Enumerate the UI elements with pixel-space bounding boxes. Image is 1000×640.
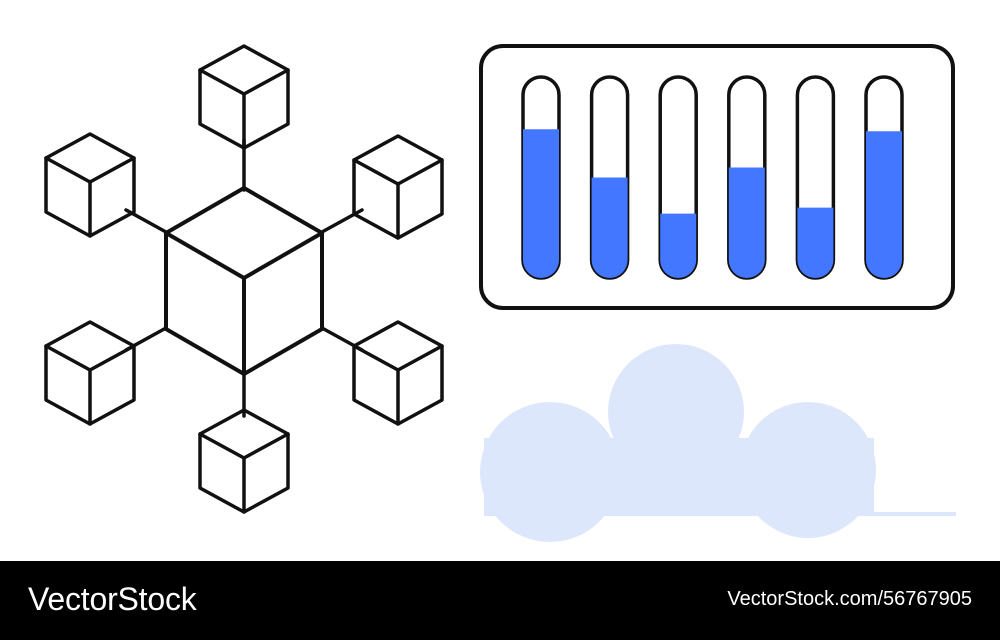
cloud-ground-line	[484, 512, 956, 516]
satellite-cube-upper-right	[352, 134, 444, 240]
cube-network-icon	[44, 44, 444, 514]
level-bar-fill	[797, 207, 834, 278]
level-bars-panel	[479, 44, 955, 310]
cloud-shape	[480, 344, 956, 542]
satellite-cube-lower-left	[44, 320, 136, 426]
level-bar-fill	[591, 177, 628, 278]
level-bar-fill	[728, 167, 765, 278]
cloud-base	[484, 438, 874, 516]
level-bar-fill	[523, 129, 559, 278]
level-bar-4	[727, 75, 767, 280]
level-bar-2	[589, 75, 630, 280]
watermark-image-id: VectorStock.com/56767905	[727, 588, 972, 610]
level-bar-1	[521, 75, 561, 280]
level-bar-3	[658, 75, 698, 280]
satellite-cube-top	[198, 44, 290, 150]
satellite-cube-bottom	[198, 408, 290, 514]
illustration-svg	[44, 44, 956, 542]
level-bar-fill	[660, 213, 697, 278]
satellite-cube-lower-right	[352, 320, 444, 426]
watermark-bar: VectorStock VectorStock.com/56767905	[0, 561, 1000, 640]
hub-cube	[164, 186, 324, 376]
watermark-brand-logo: VectorStock	[28, 581, 197, 617]
level-bar-5	[795, 75, 836, 280]
satellite-cube-upper-left	[44, 132, 136, 238]
level-bar-fill	[866, 131, 902, 278]
level-bar-6	[864, 75, 904, 280]
